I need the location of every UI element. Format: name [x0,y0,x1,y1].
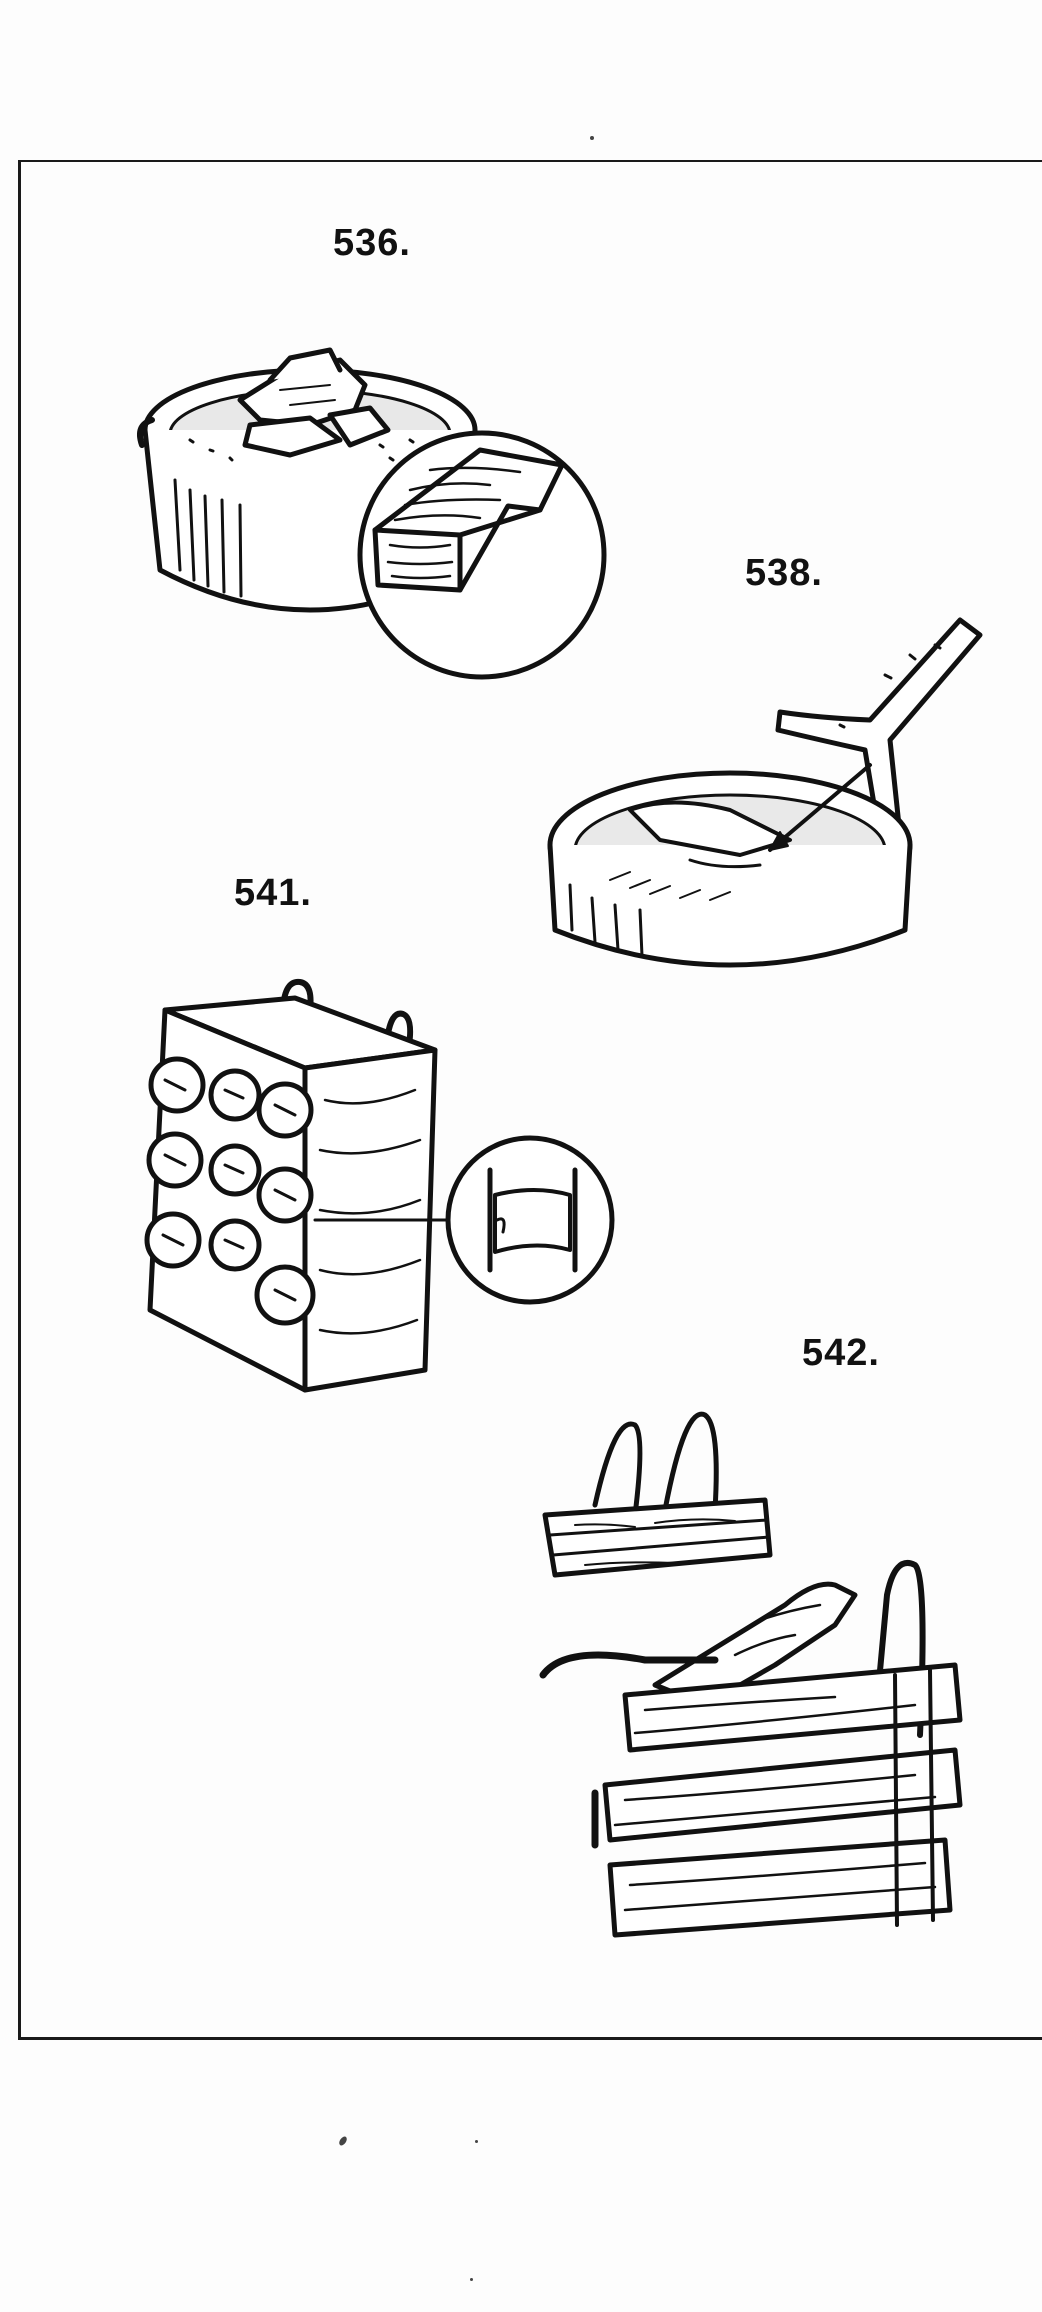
pot-with-soaking-wood-icon [130,330,620,680]
basin-illustration [547,617,983,968]
pot-illustration [137,347,607,680]
figure-number-541: 541. [234,872,312,914]
forked-stick-in-basin-icon [540,600,1010,990]
paper-speck [470,2278,473,2281]
paper-speck [475,2140,478,2143]
block-illustration [144,978,615,1393]
wooden-block-with-discs-icon [135,970,635,1410]
figure-number-536: 536. [333,222,411,264]
paper-speck [337,2135,349,2147]
figure-number-538: 538. [745,552,823,594]
figure-frame [18,160,1042,2040]
paper-speck [590,136,594,140]
slabs-illustration [539,1411,963,1938]
figure-number-542: 542. [802,1332,880,1374]
stacked-wood-slab-bundles-icon [535,1405,995,1965]
